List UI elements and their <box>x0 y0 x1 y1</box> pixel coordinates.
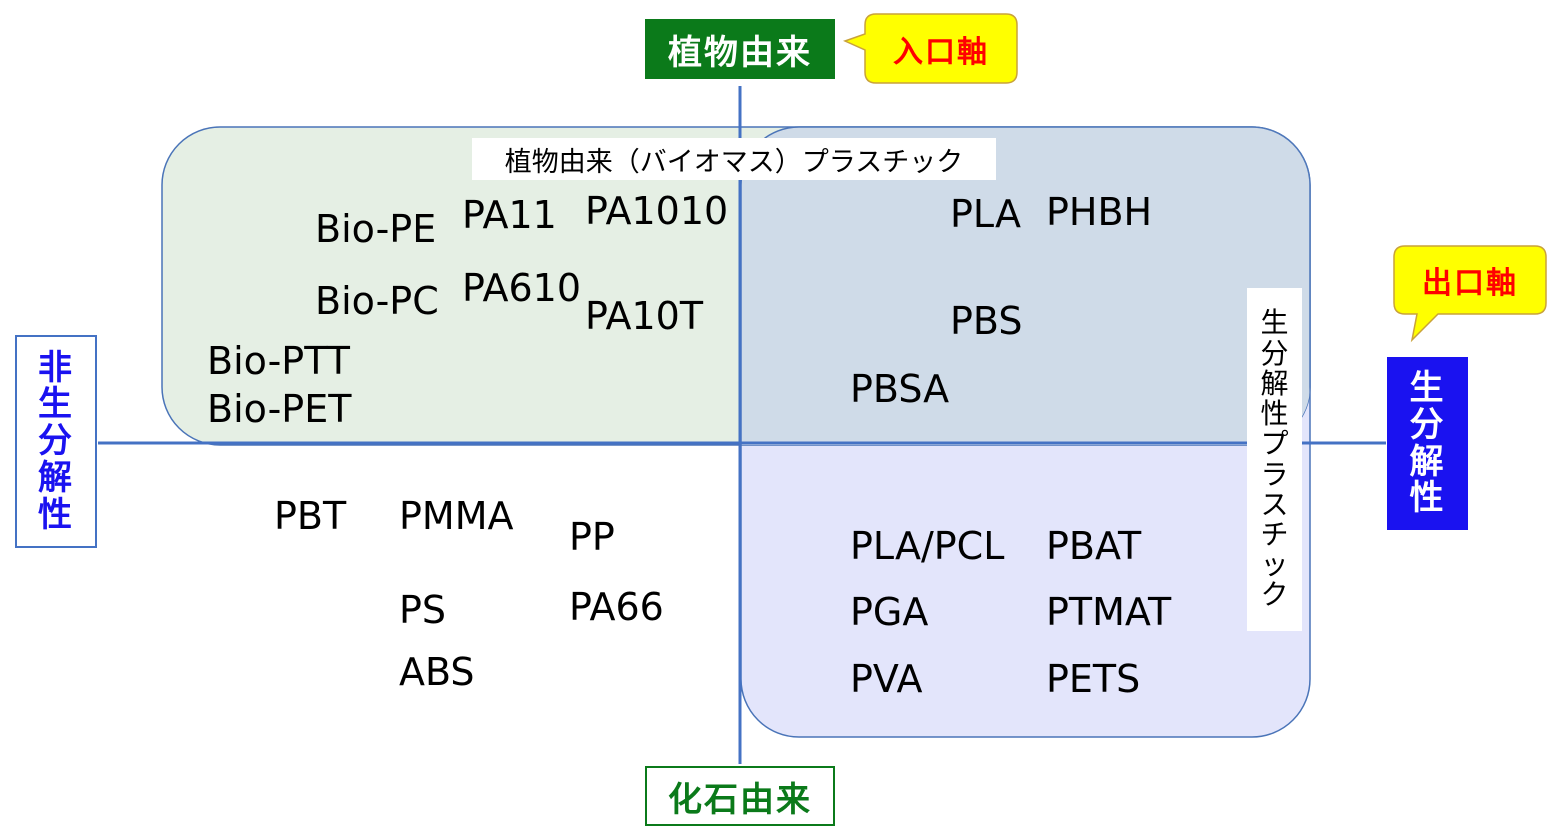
right-axis-char-4: 性 <box>1409 478 1446 519</box>
exit-callout-shape <box>1393 245 1547 343</box>
biodegradable-title-char-2: 分 <box>1260 336 1289 370</box>
material-pmma: PMMA <box>399 494 514 538</box>
top-axis-text: 植物由来 <box>668 32 812 73</box>
material-pp: PP <box>569 515 615 559</box>
bottom-axis-text: 化石由来 <box>668 779 812 820</box>
biodegradable-title-char-10: ク <box>1260 578 1289 612</box>
right-axis-char-3: 解 <box>1409 441 1446 482</box>
biodegradable-title-char-7: ス <box>1260 487 1289 521</box>
material-phbh: PHBH <box>1046 190 1153 234</box>
right-axis-char-2: 分 <box>1409 404 1446 445</box>
biomass-region-title: 植物由来（バイオマス）プラスチック <box>472 138 996 180</box>
top-axis-label: 植物由来 <box>645 19 835 79</box>
material-bio-pc: Bio-PC <box>315 279 439 323</box>
material-pa66: PA66 <box>569 585 664 629</box>
material-pbat: PBAT <box>1046 524 1142 568</box>
material-pa1010: PA1010 <box>585 189 729 233</box>
right-axis-char-1: 生 <box>1409 368 1446 409</box>
left-axis-label: 非生分解性 <box>15 335 97 548</box>
biodegradable-title-char-9: ッ <box>1260 548 1289 582</box>
right-axis-label: 生分解性 <box>1387 357 1468 530</box>
material-pbt: PBT <box>274 494 347 538</box>
material-bio-pe: Bio-PE <box>315 207 437 251</box>
material-pa610: PA610 <box>462 266 582 310</box>
material-bio-pet: Bio-PET <box>207 387 352 431</box>
left-axis-char-3: 分 <box>38 421 74 462</box>
material-pva: PVA <box>850 657 923 701</box>
material-pbs: PBS <box>950 299 1023 343</box>
entry-axis-callout: 入口軸 <box>865 14 1017 83</box>
biodegradable-title-char-6: ラ <box>1260 457 1289 491</box>
exit-axis-callout: 出口軸 <box>1394 246 1546 314</box>
material-pla: PLA <box>950 192 1021 236</box>
biodegradable-title-char-8: チ <box>1260 517 1289 551</box>
biodegradable-title-char-1: 生 <box>1260 306 1289 340</box>
material-ptmat: PTMAT <box>1046 590 1172 634</box>
material-pa10t: PA10T <box>585 294 704 338</box>
biomass-region-title-text: 植物由来（バイオマス）プラスチック <box>504 146 964 178</box>
entry-axis-text: 入口軸 <box>893 34 989 70</box>
biodegradable-title-char-5: プ <box>1260 427 1289 461</box>
bottom-axis-label: 化石由来 <box>645 766 835 826</box>
material-abs: ABS <box>399 650 475 694</box>
material-pa11: PA11 <box>462 193 557 237</box>
material-bio-ptt: Bio-PTT <box>207 339 350 383</box>
material-pets: PETS <box>1046 657 1141 701</box>
left-axis-char-5: 性 <box>38 494 74 535</box>
material-pbsa: PBSA <box>850 367 950 411</box>
material-pga: PGA <box>850 590 929 634</box>
left-axis-char-1: 非 <box>38 347 74 388</box>
entry-callout-shape <box>842 13 1018 84</box>
biodegradable-title-char-3: 解 <box>1260 366 1289 400</box>
biodegradable-region-title: 生分解性プラスチック <box>1247 288 1302 631</box>
exit-axis-text: 出口軸 <box>1422 266 1518 301</box>
material-pla-pcl: PLA/PCL <box>850 524 1005 568</box>
biodegradable-title-char-4: 性 <box>1260 397 1289 431</box>
left-axis-char-2: 生 <box>38 384 74 425</box>
left-axis-char-4: 解 <box>38 457 74 498</box>
material-ps: PS <box>399 588 447 632</box>
